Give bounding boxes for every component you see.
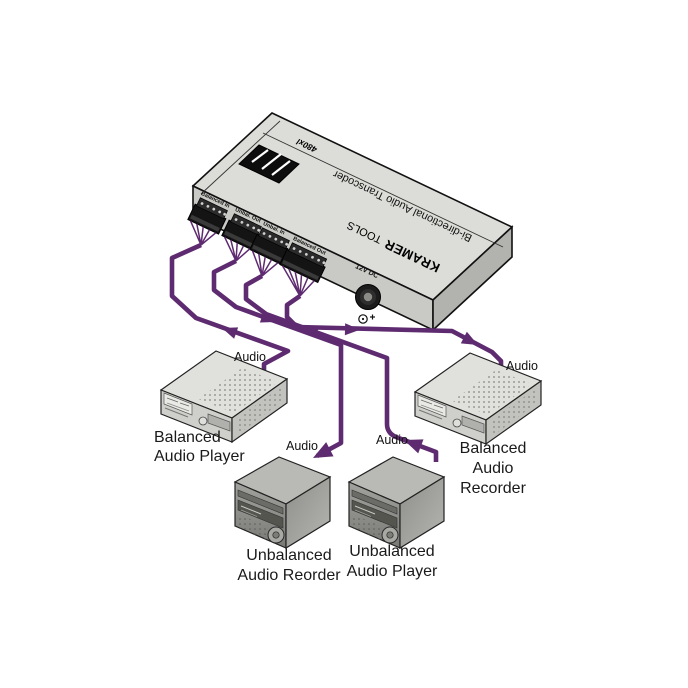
arrow-to-recorder-run [344,323,360,336]
side-vent-grille [236,385,284,436]
cable-unbal-out-to-reorder [211,258,344,459]
cassette-door [207,413,231,432]
cable-balanced-out-to-recorder [284,294,504,372]
cable-unbal-player-to-unbal-in [243,273,439,462]
balanced-audio-player-label-line2: Audio Player [154,448,245,465]
unbalanced-audio-reorder-port-label: Audio [286,439,318,453]
balanced-audio-recorder-port-label: Audio [506,359,538,373]
volume-knob [452,418,462,428]
top-face-trim-line2 [200,120,281,195]
unbalanced-audio-reorder-label-line2: Audio Reorder [237,567,341,584]
top-vent-grille [452,370,532,415]
wire-fan-balanced-in [189,220,217,246]
volume-knob [198,416,208,426]
balanced-audio-player-label-line1: Balanced [154,429,221,446]
dc-polarity-icon [358,314,375,324]
side-vent-grille [490,387,538,438]
wire-fan-unbal-in [251,250,279,277]
arrow-to-reorder-mid [259,311,276,323]
cassette-door [461,415,485,434]
unbalanced-audio-player-port-label: Audio [376,433,408,447]
button-grid [352,514,381,540]
unbalanced-audio-player-label-line2: Audio Player [347,563,438,580]
transcoder-device: 480xl Bi-directional Audio Transcoder KR… [187,112,514,332]
balanced-audio-player-port-label: Audio [234,350,266,364]
arrow-to-unbal-in-mid [303,326,320,338]
unbalanced-audio-reorder-device [233,456,332,550]
transcoder-right-face [432,225,513,332]
arrow-into-recorder [460,331,478,345]
arrow-from-unbal-player [404,439,424,454]
button-grid [238,514,267,540]
balanced-audio-recorder-device [413,352,543,446]
unbalanced-audio-player-label-line1: Unbalanced [349,543,434,560]
wire-fan-balanced-out [281,265,315,297]
balanced-audio-recorder-label-line1: Balanced [460,440,527,457]
cable-arrows [222,311,478,458]
top-face-trim-line [262,132,504,248]
cable-balanced-player-to-balanced-in [169,242,291,378]
arrow-into-reorder [313,442,334,458]
wire-fan-unbal-out [223,236,251,262]
balanced-audio-recorder-label-line3: Recorder [460,480,526,497]
connector-unbal-in: Unbal. In [249,221,290,265]
disc-tray-slot [351,489,398,515]
balanced-audio-recorder-label-line2: Audio [473,460,514,477]
unbalanced-audio-reorder-label-line1: Unbalanced [246,547,331,564]
balanced-audio-player-device [159,350,289,444]
disc-tray-slot [237,489,284,515]
cables [169,220,504,462]
top-vent-grille [198,368,278,413]
unbalanced-audio-player-device [347,456,446,550]
kramer-logo-icon [238,144,300,184]
arrow-to-balanced-in [222,327,239,339]
